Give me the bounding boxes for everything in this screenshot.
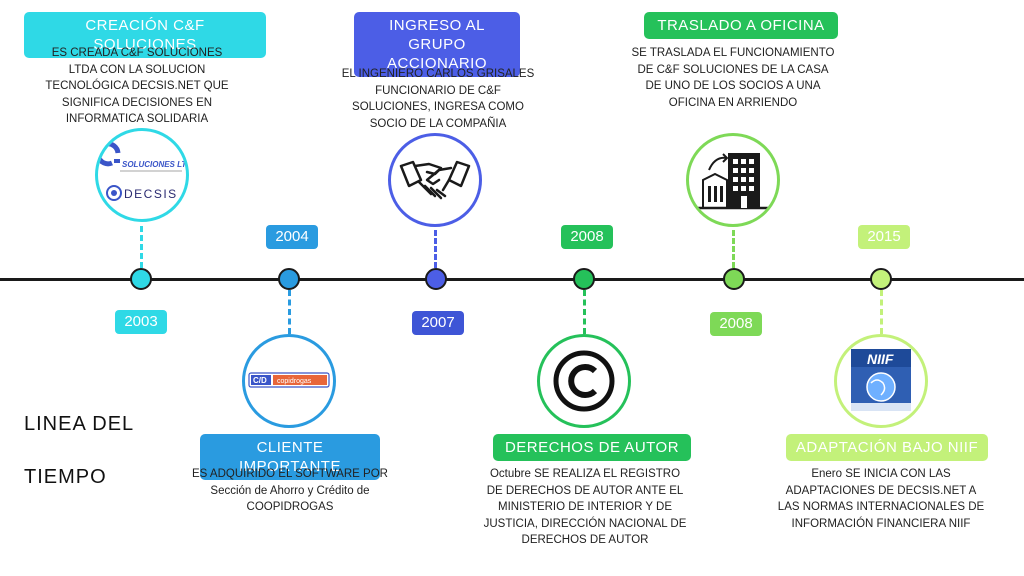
- side-title-line1: LINEA DEL: [24, 413, 135, 435]
- event-2007-connector: [434, 230, 437, 268]
- cf-decsis-logo-icon: SOLUCIONES LTDA DECSIS: [98, 141, 186, 201]
- event-2007-marker: [425, 268, 447, 290]
- event-2003-image: SOLUCIONES LTDA DECSIS: [95, 128, 189, 222]
- niif-logo-icon: NIIF: [851, 349, 911, 411]
- event-2008-office-description: SE TRASLADA EL FUNCIONAMIENTO DE C&F SOL…: [631, 47, 835, 109]
- event-2015-image: NIIF: [834, 334, 928, 428]
- event-2015-marker: [870, 268, 892, 290]
- timeline-axis: [0, 278, 1024, 281]
- office-building-icon: [697, 153, 769, 210]
- event-2015-connector: [880, 290, 883, 334]
- event-2015-description: Enero SE INICIA CON LAS ADAPTACIONES DE …: [777, 468, 985, 530]
- svg-text:C/D: C/D: [253, 376, 267, 385]
- event-2003-title: CREACIÓN C&F SOLUCIONES: [24, 12, 266, 58]
- logo-coopidrogas-text: copidrogas: [277, 378, 312, 385]
- handshake-icon: [399, 160, 471, 200]
- event-2008-office-connector: [732, 230, 735, 268]
- event-2008-office-image: [686, 133, 780, 227]
- event-2007-title: INGRESO AL GRUPO ACCIONARIO: [354, 12, 520, 77]
- event-2004-title: CLIENTE IMPORTANTE: [200, 434, 380, 480]
- event-2003-marker: [130, 268, 152, 290]
- copyright-icon: [553, 350, 615, 412]
- event-2004-connector: [288, 290, 291, 334]
- logo-soluciones-text: SOLUCIONES LTDA: [122, 160, 186, 169]
- coopidrogas-logo-icon: C/D copidrogas: [248, 372, 330, 388]
- event-2008-copyright-marker: [573, 268, 595, 290]
- event-2007-year: 2007: [412, 311, 464, 335]
- event-2003-year: 2003: [115, 310, 167, 334]
- event-2003-connector: [140, 226, 143, 268]
- event-2008-office-title: TRASLADO A OFICINA: [644, 12, 838, 39]
- event-2004-marker: [278, 268, 300, 290]
- event-2008-copyright-title: DERECHOS DE AUTOR: [493, 434, 691, 461]
- logo-niif-text: NIIF: [867, 351, 894, 367]
- logo-decsis-text: DECSIS: [124, 187, 178, 201]
- event-2008-copyright-image: [537, 334, 631, 428]
- event-2007-image: [388, 133, 482, 227]
- event-2008-copyright-year: 2008: [561, 225, 613, 249]
- event-2008-copyright-connector: [583, 290, 586, 334]
- event-2015-title: ADAPTACIÓN BAJO NIIF: [786, 434, 988, 461]
- side-title-line2: TIEMPO: [24, 466, 107, 488]
- event-2004-year: 2004: [266, 225, 318, 249]
- event-2004-image: C/D copidrogas: [242, 334, 336, 428]
- event-2007-description: EL INGENIERO CARLOS GRISALES FUNCIONARIO…: [341, 68, 535, 130]
- event-2008-office-year: 2008: [710, 312, 762, 336]
- event-2003-description: ES CREADA C&F SOLUCIONES LTDA CON LA SOL…: [45, 47, 229, 125]
- event-2008-office-marker: [723, 268, 745, 290]
- event-2004-description: ES ADQUIRIDO EL SOFTWARE POR Sección de …: [192, 468, 388, 513]
- event-2015-year: 2015: [858, 225, 910, 249]
- event-2008-copyright-description: Octubre SE REALIZA EL REGISTRO DE DERECH…: [483, 468, 687, 546]
